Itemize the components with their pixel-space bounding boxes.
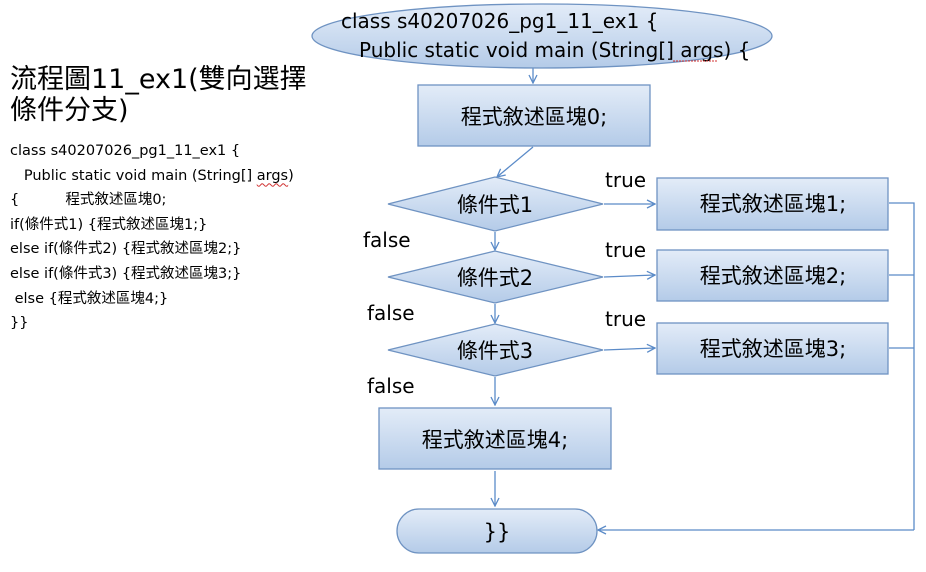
decision-cond3: 條件式3 xyxy=(387,323,604,377)
process-block4: 程式敘述區塊4; xyxy=(378,407,612,470)
start-text-line2: Public static void main (String[] args) … xyxy=(359,38,750,62)
start-text-line1: class s40207026_pg1_11_ex1 { xyxy=(341,9,658,33)
arrow-cond3-true xyxy=(603,348,655,350)
code-line: if(條件式1) {程式敘述區塊1;} xyxy=(10,216,208,233)
code-line: else if(條件式2) {程式敘述區塊2;} xyxy=(10,241,242,258)
true-label-2: true xyxy=(605,238,646,262)
cond1-text: 條件式1 xyxy=(457,193,533,217)
arrow-cond2-true xyxy=(603,275,655,277)
block4-text: 程式敘述區塊4; xyxy=(422,428,568,452)
false-label-1: false xyxy=(363,228,411,252)
spellcheck-word: args xyxy=(256,167,289,184)
code-listing: class s40207026_pg1_11_ex1 { Public stat… xyxy=(10,139,350,336)
code-line: }} xyxy=(10,315,29,332)
process-block0: 程式敘述區塊0; xyxy=(417,84,651,147)
code-line: class s40207026_pg1_11_ex1 { xyxy=(10,143,241,159)
process-block1: 程式敘述區塊1; xyxy=(656,177,889,231)
end-node: }} xyxy=(396,508,598,554)
start-node: class s40207026_pg1_11_ex1 { Public stat… xyxy=(311,3,773,69)
block0-text: 程式敘述區塊0; xyxy=(461,105,607,129)
false-label-2: false xyxy=(367,301,415,325)
code-line-args: Public static void main (String[] args) xyxy=(10,164,350,189)
decision-cond2: 條件式2 xyxy=(387,250,604,304)
title-line-2: 條件分支) xyxy=(10,95,129,126)
process-block2: 程式敘述區塊2; xyxy=(656,249,889,302)
decision-cond1: 條件式1 xyxy=(387,176,604,232)
end-text: }} xyxy=(484,520,511,544)
block1-text: 程式敘述區塊1; xyxy=(700,192,846,216)
process-block3: 程式敘述區塊3; xyxy=(656,322,889,375)
block3-text: 程式敘述區塊3; xyxy=(700,337,846,361)
cond3-text: 條件式3 xyxy=(457,339,533,363)
code-line: else if(條件式3) {程式敘述區塊3;} xyxy=(10,265,242,282)
arrow-block0-to-cond1 xyxy=(497,146,534,177)
cond2-text: 條件式2 xyxy=(457,266,533,290)
title-line-1: 流程圖11_ex1(雙向選擇 xyxy=(10,64,307,95)
merge-line-block1 xyxy=(889,202,915,530)
code-line: else {程式敘述區塊4;} xyxy=(10,290,169,307)
page-title: 流程圖11_ex1(雙向選擇 條件分支) xyxy=(10,64,340,126)
true-label-3: true xyxy=(605,307,646,331)
code-line-text: Public static void main (String[] args) xyxy=(10,167,294,184)
block2-text: 程式敘述區塊2; xyxy=(700,264,846,288)
connectors xyxy=(495,67,915,530)
true-label-1: true xyxy=(605,168,646,192)
code-line: { 程式敘述區塊0; xyxy=(10,192,167,209)
false-label-3: false xyxy=(367,374,415,398)
